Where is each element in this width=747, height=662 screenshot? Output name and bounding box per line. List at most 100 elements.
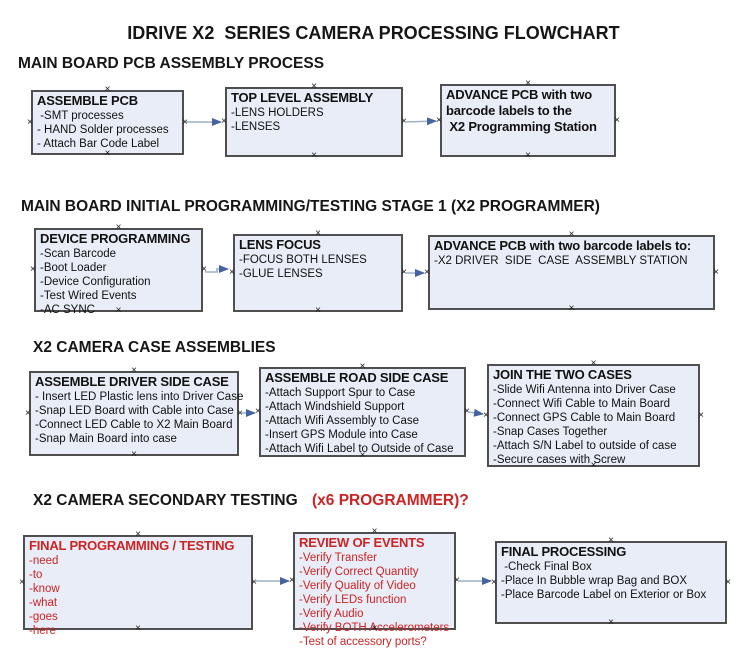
box-body: - Insert LED Plastic lens into Driver Ca… <box>35 390 244 446</box>
text-line: -Boot Loader <box>40 262 107 274</box>
box-body: -LENS HOLDERS -LENSES <box>231 106 398 134</box>
connector-handle-icon: × <box>454 575 460 586</box>
text-line: LENS FOCUS <box>239 237 321 252</box>
text-line: -Connect Wifi Cable to Main Board <box>493 398 671 410</box>
connector-handle-icon: × <box>255 406 261 417</box>
text-line: barcode labels to the <box>446 103 572 118</box>
box-title: ADVANCE PCB with two barcode labels to: <box>434 238 710 254</box>
text-line: -Place Barcode Label on Exterior or Box <box>501 589 707 601</box>
text-line: -Snap Main Board into case <box>35 433 177 445</box>
connector-handle-icon: × <box>311 150 317 161</box>
text-line: FINAL PROCESSING <box>501 544 627 559</box>
text-line: -Connect GPS Cable to Main Board <box>493 412 676 424</box>
text-line: -LENS HOLDERS <box>231 107 324 119</box>
connector-handle-icon: × <box>725 576 731 588</box>
flow-box-final-processing[interactable]: ×××× FINAL PROCESSING -Check Final Box-P… <box>491 536 731 628</box>
section-heading-pcb-assembly: MAIN BOARD PCB ASSEMBLY PROCESS <box>18 55 325 72</box>
flow-box-advance-pcb-driver-side-station[interactable]: ×××× ADVANCE PCB with two barcode labels… <box>424 230 719 314</box>
text-line: - Insert LED Plastic lens into Driver Ca… <box>35 391 244 403</box>
text-line: -Connect LED Cable to X2 Main Board <box>35 419 233 431</box>
text-line: -Attach S/N Label to outside of case <box>493 440 677 452</box>
connector-handle-icon: × <box>229 267 235 278</box>
text-line: -Attach Windshield Support <box>265 401 405 413</box>
connector-handle-icon: × <box>401 267 407 278</box>
text-line: -Test Wired Events <box>40 290 137 302</box>
flow-box-review-of-events[interactable]: ×××× REVIEW OF EVENTS -Verify Transfer-V… <box>289 527 460 649</box>
connector-handle-icon: × <box>424 266 430 278</box>
box-body: -Slide Wifi Antenna into Driver Case -Con… <box>493 383 695 467</box>
flow-arrow[interactable] <box>467 408 484 417</box>
text-line: ADVANCE PCB with two <box>446 87 592 102</box>
text-line: -Place In Bubble wrap Bag and BOX <box>501 575 688 587</box>
text-line: - HAND Solder processes <box>37 124 169 136</box>
connector-handle-icon: × <box>237 407 243 419</box>
connector-handle-icon: × <box>27 116 33 128</box>
text-line: -SMT processes <box>37 110 124 122</box>
box-body: -Check Final Box -Place In Bubble wrap Ba… <box>501 560 722 602</box>
text-line: -Attach Wifi Assembly to Case <box>265 415 420 427</box>
text-line: -Attach Support Spur to Case <box>265 387 416 399</box>
text-line: -Verify LEDs function <box>299 594 407 606</box>
text-line: ADVANCE PCB with two barcode labels to: <box>434 238 692 253</box>
flow-box-top-level-assembly[interactable]: ×××× TOP LEVEL ASSEMBLY -LENS HOLDERS-LE… <box>221 82 407 161</box>
flow-box-device-programming[interactable]: ×××× DEVICE PROGRAMMING -Scan Barcode-Bo… <box>30 223 207 317</box>
box-body: -SMT processes - HAND Solder processes - A… <box>37 109 179 151</box>
connector-handle-icon: × <box>483 409 489 421</box>
text-line: -goes <box>29 611 58 623</box>
text-line: -GLUE LENSES <box>239 268 323 280</box>
box-title: ASSEMBLE ROAD SIDE CASE <box>265 370 461 386</box>
text-line: DEVICE PROGRAMMING <box>40 231 191 246</box>
flow-box-assemble-driver-side-case[interactable]: ×××× ASSEMBLE DRIVER SIDE CASE - Insert … <box>25 366 244 460</box>
flow-box-assemble-road-side-case[interactable]: ×××× ASSEMBLE ROAD SIDE CASE -Attach Sup… <box>255 362 470 461</box>
text-line: -Scan Barcode <box>40 248 117 260</box>
box-body: -Scan Barcode-Boot Loader-Device Configu… <box>40 247 198 317</box>
text-line: -Attach Wifi Label to Outside of Case <box>265 443 454 455</box>
text-line: -X2 DRIVER SIDE CASE ASSEMBLY STATION <box>434 255 688 267</box>
text-line: REVIEW OF EVENTS <box>299 535 425 550</box>
connector-handle-icon: × <box>525 150 531 161</box>
connector-handle-icon: × <box>713 266 719 278</box>
box-body: -X2 DRIVER SIDE CASE ASSEMBLY STATION <box>434 254 710 268</box>
connector-handle-icon: × <box>131 449 137 460</box>
text-line: -here <box>29 625 56 637</box>
flow-box-join-the-two-cases[interactable]: ×××× JOIN THE TWO CASES -Slide Wifi Ante… <box>483 359 704 471</box>
text-line: -Verify Transfer <box>299 552 377 564</box>
flow-box-final-programming-testing[interactable]: ×××× FINAL PROGRAMMING / TESTING -need-t… <box>19 530 257 638</box>
text-line: ASSEMBLE ROAD SIDE CASE <box>265 370 449 385</box>
connector-handle-icon: × <box>182 116 188 128</box>
connector-handle-icon: × <box>25 407 31 419</box>
flow-box-lens-focus[interactable]: ×××× LENS FOCUS -FOCUS BOTH LENSES-GLUE … <box>229 229 407 316</box>
text-line: -know <box>29 583 60 595</box>
text-line: -Verify Audio <box>299 608 364 620</box>
connector-handle-icon: × <box>251 576 257 588</box>
flow-box-assemble-pcb[interactable]: ×××× ASSEMBLE PCB -SMT processes- HAND S… <box>27 85 188 159</box>
connector-handle-icon: × <box>289 575 295 586</box>
connector-handle-icon: × <box>568 303 575 314</box>
connector-handle-icon: × <box>464 406 470 417</box>
box-title: ASSEMBLE DRIVER SIDE CASE <box>35 374 234 390</box>
text-line: -Snap Cases Together <box>493 426 608 438</box>
text-line: TOP LEVEL ASSEMBLY <box>231 90 374 105</box>
connector-handle-icon: × <box>201 264 207 275</box>
text-line: -what <box>29 597 58 609</box>
text-line: JOIN THE TWO CASES <box>493 367 632 382</box>
text-line: -Check Final Box <box>501 561 592 573</box>
box-body: -need-to-know-what-goes-here <box>29 554 248 638</box>
box-title: FINAL PROGRAMMING / TESTING <box>29 538 248 554</box>
section-heading-initial-programming: MAIN BOARD INITIAL PROGRAMMING/TESTING S… <box>21 198 600 215</box>
text-line: -Slide Wifi Antenna into Driver Case <box>493 384 676 396</box>
text-line: -Verify BOTH Accelerometers <box>299 622 450 634</box>
connector-handle-icon: × <box>491 576 497 588</box>
flow-arrow[interactable] <box>205 265 229 273</box>
box-title: FINAL PROCESSING <box>501 544 722 560</box>
connector-handle-icon: × <box>315 305 321 316</box>
text-line: - Attach Bar Code Label <box>37 138 160 150</box>
text-line: -LENSES <box>231 121 281 133</box>
flow-arrow[interactable] <box>404 117 437 126</box>
text-line: -to <box>29 569 43 581</box>
text-line: -Verify Correct Quantity <box>299 566 419 578</box>
box-title: REVIEW OF EVENTS <box>299 535 451 551</box>
